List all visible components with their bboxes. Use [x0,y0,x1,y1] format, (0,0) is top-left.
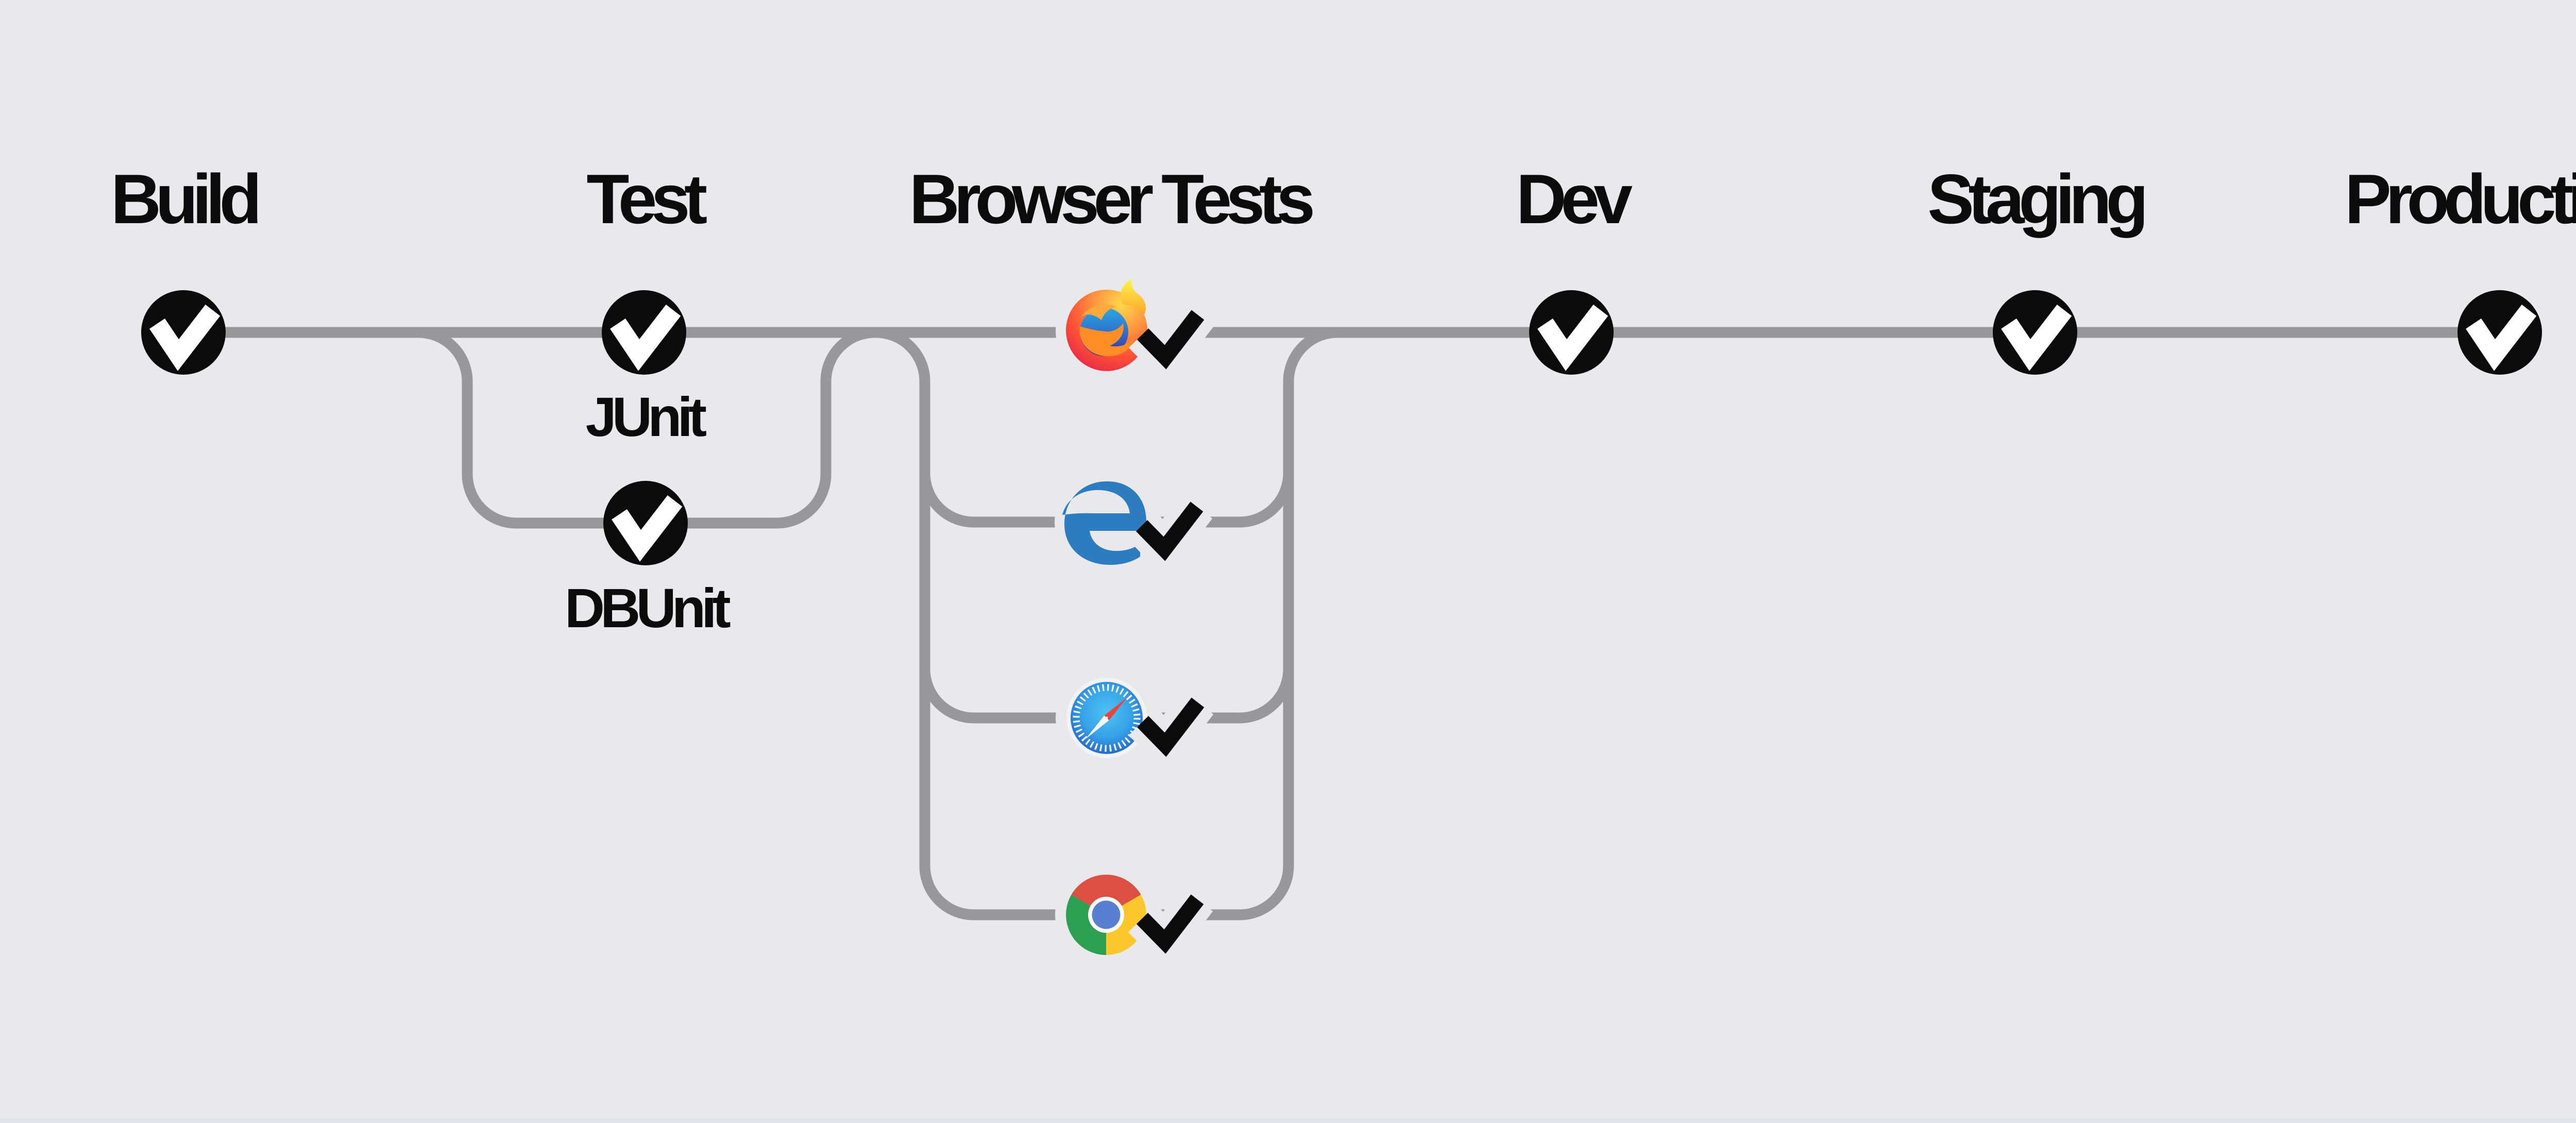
firefox-job-node [1056,279,1214,387]
firefox-icon [1066,279,1147,371]
edge-icon [1062,481,1146,565]
check-icon [1136,894,1204,954]
track-browser-trunk [875,327,1338,920]
staging-check-circle-icon [1993,290,2077,375]
footer-strip [0,1118,2576,1123]
edge-job-node [1055,471,1213,579]
build-check-circle-icon [141,290,226,375]
stage-label-build: Build [110,160,262,238]
safari-job-node [1056,667,1214,775]
job-label-junit: JUnit [585,385,707,448]
chrome-icon [1066,875,1146,955]
job-label-dbunit: DBUnit [564,577,731,639]
dbunit-check-circle-icon [603,481,688,565]
safari-icon [1066,678,1147,758]
stage-label-test: Test [586,160,707,238]
check-icon [1136,501,1204,561]
dev-check-circle-icon [1529,290,1614,375]
check-icon [1137,697,1205,757]
production-check-circle-icon [2458,290,2542,375]
stage-label-production: Production [2344,160,2576,238]
chrome-job-node [1055,864,1213,971]
stage-label-staging: Staging [1927,160,2148,238]
check-icon [1137,310,1205,370]
junit-check-circle-icon [602,290,686,375]
stage-label-dev: Dev [1516,160,1633,238]
stage-label-browser-tests: Browser Tests [909,160,1315,238]
